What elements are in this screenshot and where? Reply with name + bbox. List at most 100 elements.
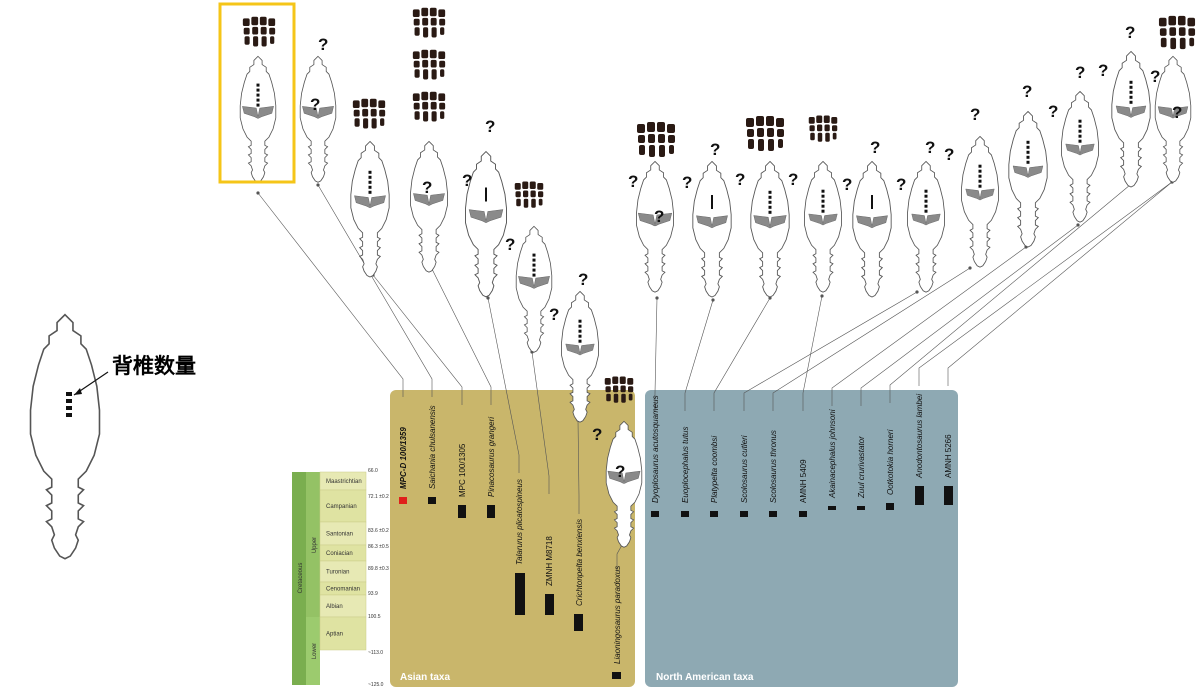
specimen: ??: [682, 140, 732, 298]
north-american-panel: North American taxa: [645, 390, 958, 687]
manus-bones: [242, 16, 276, 47]
specimen: ??: [299, 35, 337, 183]
stratigraphic-range-bar: [487, 505, 495, 518]
specimen: ??: [842, 138, 892, 298]
unknown-marker: ?: [1172, 103, 1182, 122]
stratigraphic-range-bar: [545, 594, 554, 615]
taxon-label: ZMNH M8718: [545, 536, 554, 586]
unknown-marker: ?: [842, 175, 852, 194]
body-outline: [852, 160, 892, 298]
specimen: ?: [410, 7, 448, 273]
dorsal-vertebra: [368, 190, 372, 194]
unknown-marker: ?: [970, 105, 980, 124]
stage-label: Santonian: [326, 532, 353, 538]
taxon-label: MPC 100/1305: [458, 443, 467, 497]
asian-panel: Asian taxa: [390, 390, 635, 687]
unknown-marker: ?: [1150, 67, 1160, 86]
connector-line: [487, 297, 520, 473]
unknown-marker: ?: [788, 170, 798, 189]
taxon-mpc-d-100-1359: MPC-D 100/1359: [256, 191, 408, 504]
body-outline: [515, 225, 553, 353]
manus-bones: [514, 181, 544, 208]
unknown-marker: ?: [944, 145, 954, 164]
age-label: 100.5: [368, 614, 381, 620]
dorsal-vertebra: [532, 268, 536, 272]
unknown-marker: ?: [870, 138, 880, 157]
specimen: ??: [628, 122, 675, 293]
dorsal-vertebra: [1026, 140, 1030, 144]
dorsal-vertebra: [924, 204, 928, 208]
dorsal-vertebra: [768, 205, 772, 209]
stratigraphic-range-bar: [428, 497, 436, 504]
stratigraphic-range-bar: [799, 511, 807, 517]
stratigraphic-range-bar: [574, 614, 583, 631]
dorsal-vertebra: [578, 329, 582, 333]
unknown-marker: ?: [1075, 63, 1085, 82]
taxon-dyoplosaurus-acutosquameus: Dyoplosaurus acutosquameus: [651, 296, 660, 517]
body-outline: [1008, 111, 1048, 248]
specimen: ??: [1150, 15, 1196, 183]
dorsal-vertebra: [368, 180, 372, 184]
reference-silhouette: [29, 313, 109, 560]
na-region-label: North American taxa: [656, 672, 754, 683]
taxon-label: Scolosaurus cutleri: [740, 435, 749, 503]
dorsal-vertebra: [1078, 139, 1082, 143]
connector-line: [429, 264, 492, 405]
taxon-label: AMNH 5266: [944, 434, 953, 478]
stratigraphic-range-bar: [612, 672, 621, 679]
dorsal-vertebra: [978, 174, 982, 178]
dorsal-vertebra: [978, 184, 982, 188]
unknown-marker: ?: [710, 140, 720, 159]
unknown-marker: ?: [1048, 102, 1058, 121]
stratigraphic-range-bar: [828, 506, 836, 510]
dorsal-vertebra: [768, 200, 772, 204]
unknown-marker: ?: [462, 171, 472, 190]
taxon-label: Dyoplosaurus acutosquameus: [651, 395, 660, 503]
dorsal-vertebra: [1078, 124, 1082, 128]
specimen: ??: [944, 105, 999, 268]
dorsal-vertebra: [256, 88, 260, 92]
stratigraphic-range-bar: [515, 573, 525, 615]
connector-line: [743, 291, 918, 411]
specimen: ??: [1048, 63, 1099, 223]
dorsal-vertebra: [1129, 95, 1133, 99]
stratigraphic-range-bar: [651, 511, 659, 517]
specimen: ?: [1008, 82, 1048, 248]
taxon-label: Ootkotokia horneri: [886, 429, 895, 495]
taxon-platypelta-coombsi: Platypelta coombsi: [710, 296, 772, 517]
unknown-marker: ?: [615, 462, 625, 481]
dorsal-vertebra: [821, 209, 825, 213]
age-label: 89.8 ±0.3: [368, 566, 389, 572]
dorsal-vertebra: [924, 209, 928, 213]
unknown-marker: ?: [896, 175, 906, 194]
asian-region-label: Asian taxa: [400, 672, 450, 683]
dorsal-vertebra: [978, 169, 982, 173]
unknown-marker: ?: [310, 95, 320, 114]
specimen: ?: [505, 181, 553, 353]
dorsal-vertebra: [578, 319, 582, 323]
unknown-marker: ?: [628, 172, 638, 191]
taxon-label: Saichania chulsanensis: [428, 405, 437, 489]
specimen: [239, 16, 277, 183]
unknown-marker: ?: [505, 235, 515, 254]
connector-arrowhead: [915, 290, 919, 294]
connector-arrowhead: [486, 296, 490, 300]
dorsal-vertebra: [821, 199, 825, 203]
body-outline: [750, 160, 790, 298]
unknown-marker: ?: [735, 170, 745, 189]
connector-line: [831, 246, 1027, 406]
manus-bones: [352, 98, 386, 129]
connector-arrowhead: [820, 294, 824, 298]
body-outline: [804, 160, 842, 293]
epoch-upper: Upper: [312, 537, 318, 553]
body-outline: [907, 160, 945, 293]
stage-band: [319, 616, 367, 651]
age-label: 66.0: [368, 468, 378, 474]
stratigraphic-range-bar: [458, 505, 466, 518]
unknown-marker: ?: [1098, 61, 1108, 80]
connector-arrowhead: [711, 298, 715, 302]
dorsal-vertebra: [578, 339, 582, 343]
connector-line: [577, 419, 580, 514]
dorsal-vertebra: [978, 164, 982, 168]
